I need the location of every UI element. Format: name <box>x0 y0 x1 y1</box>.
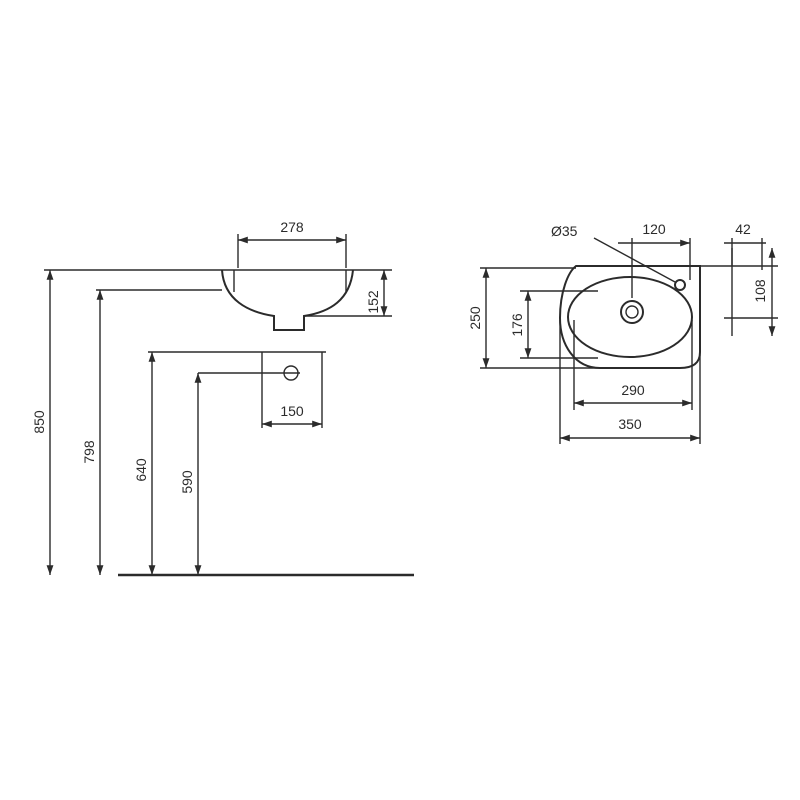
dim-590-label: 590 <box>179 470 195 494</box>
dim-640-label: 640 <box>133 458 149 482</box>
tap-hole-leader <box>593 237 676 283</box>
dim-850-label: 850 <box>31 410 47 434</box>
tap-hole-diameter-label: Ø35 <box>551 223 578 239</box>
basin-inner-line <box>233 270 347 292</box>
dim-120-label: 120 <box>642 221 666 237</box>
dim-290-label: 290 <box>621 382 645 398</box>
dim-152-label: 152 <box>365 290 381 314</box>
tap-hole <box>674 279 686 291</box>
drain-inner <box>625 305 639 319</box>
dim-278-label: 278 <box>280 219 304 235</box>
dim-798-label: 798 <box>81 440 97 464</box>
dim-250-label: 250 <box>467 306 483 330</box>
dim-42-label: 42 <box>735 221 751 237</box>
drain-outer <box>620 300 644 324</box>
top-view: Ø35 120 42 108 250 176 290 <box>467 221 778 444</box>
dim-150-label: 150 <box>280 403 304 419</box>
basin-side-outline <box>221 269 354 331</box>
bowl-outline <box>567 276 693 358</box>
dim-108-label: 108 <box>752 279 768 303</box>
basin-top-outline <box>558 265 701 369</box>
dim-176-label: 176 <box>509 313 525 337</box>
side-view: 278 152 850 798 150 640 590 <box>31 219 414 577</box>
dim-350-label: 350 <box>618 416 642 432</box>
